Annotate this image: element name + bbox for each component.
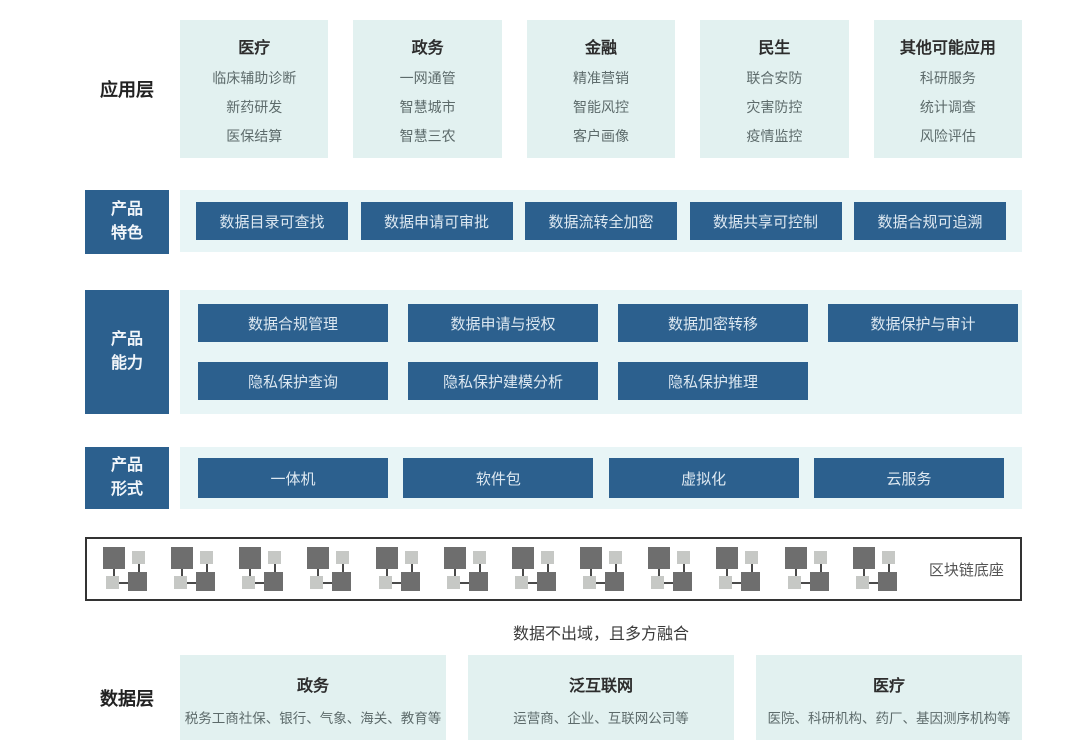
data-box-subtitle: 运营商、企业、互联网公司等 — [513, 711, 689, 726]
data-box-title: 政务 — [296, 678, 329, 695]
app-box-title: 民生 — [758, 40, 791, 57]
app-box-item: 智慧三农 — [399, 128, 456, 144]
features-strip: 数据目录可查找 数据申请可审批 数据流转全加密 数据共享可控制 数据合规可追溯 — [180, 190, 1022, 252]
feature-tag-catalog: 数据目录可查找 — [196, 202, 348, 240]
feature-tag-approval: 数据申请可审批 — [360, 202, 513, 240]
app-box-title: 金融 — [585, 40, 618, 57]
blockchain-node-icon — [307, 547, 352, 591]
app-box-item: 灾害防控 — [746, 99, 803, 115]
data-box-subtitle: 医院、科研机构、药厂、基因测序机构等 — [767, 711, 1011, 726]
features-layer-label-line: 特色 — [110, 225, 143, 242]
feature-tag-encrypt: 数据流转全加密 — [525, 202, 677, 240]
data-layer-label: 数据层 — [100, 688, 154, 709]
app-box-other: 其他可能应用 科研服务 统计调查 风险评估 — [873, 20, 1023, 158]
capabilities-row-2: 隐私保护查询 隐私保护建模分析 隐私保护推理 — [198, 362, 808, 400]
data-layer-row: 政务 税务工商社保、银行、气象、海关、教育等 泛互联网 运营商、企业、互联网公司… — [180, 655, 1022, 740]
capability-protection-audit: 数据保护与审计 — [828, 304, 1018, 342]
capabilities-row-1: 数据合规管理 数据申请与授权 数据加密转移 数据保护与审计 — [198, 304, 1018, 342]
forms-layer-label: 产品 形式 — [85, 447, 169, 509]
form-all-in-one: 一体机 — [198, 458, 388, 498]
data-box-internet: 泛互联网 运营商、企业、互联网公司等 — [468, 655, 734, 740]
app-box-title: 医疗 — [238, 40, 271, 57]
feature-tag-trace: 数据合规可追溯 — [854, 202, 1006, 240]
app-box-item: 精准营销 — [573, 70, 630, 86]
blockchain-base-box: 区块链底座 — [85, 537, 1022, 601]
blockchain-node-icon — [784, 547, 829, 591]
app-box-item: 风险评估 — [919, 128, 976, 144]
blockchain-node-icon — [648, 547, 693, 591]
app-box-item: 智慧城市 — [399, 99, 456, 115]
blockchain-node-icon — [103, 547, 147, 591]
app-layer-label: 应用层 — [100, 80, 154, 100]
capabilities-strip: 数据合规管理 数据申请与授权 数据加密转移 数据保护与审计 隐私保护查询 隐私保… — [180, 290, 1022, 414]
data-box-title: 泛互联网 — [568, 678, 633, 695]
data-box-government: 政务 税务工商社保、银行、气象、海关、教育等 — [180, 655, 446, 740]
app-box-medical: 医疗 临床辅助诊断 新药研发 医保结算 — [180, 20, 329, 158]
app-box-finance: 金融 精准营销 智能风控 客户画像 — [526, 20, 676, 158]
app-box-item: 智能风控 — [573, 99, 630, 115]
capability-private-inference: 隐私保护推理 — [618, 362, 808, 400]
forms-strip: 一体机 软件包 虚拟化 云服务 — [180, 447, 1022, 509]
app-box-item: 统计调查 — [919, 99, 976, 115]
form-cloud-service: 云服务 — [813, 458, 1004, 498]
app-box-item: 一网通管 — [399, 70, 456, 86]
blockchain-base-label: 区块链底座 — [928, 561, 1004, 579]
app-box-item: 医保结算 — [226, 128, 283, 144]
app-box-item: 联合安防 — [746, 70, 803, 86]
blockchain-node-icon — [171, 547, 216, 591]
blockchain-node-icon — [580, 547, 625, 591]
data-box-title: 医疗 — [872, 678, 905, 695]
capability-compliance-mgmt: 数据合规管理 — [198, 304, 388, 342]
features-layer-label: 产品 特色 — [85, 190, 169, 254]
app-box-title: 政务 — [411, 40, 444, 57]
app-box-item: 科研服务 — [919, 70, 976, 86]
app-box-item: 新药研发 — [226, 99, 283, 115]
form-virtualized: 虚拟化 — [608, 458, 799, 498]
caption-text: 数据不出域，且多方融合 — [512, 626, 689, 643]
capability-private-query: 隐私保护查询 — [198, 362, 388, 400]
form-software-pkg: 软件包 — [403, 458, 594, 498]
capabilities-layer-label: 产品 能力 — [85, 290, 169, 414]
blockchain-node-icon — [852, 547, 897, 591]
blockchain-node-icon — [443, 547, 488, 591]
data-box-medical: 医疗 医院、科研机构、药厂、基因测序机构等 — [756, 655, 1022, 740]
feature-tag-control: 数据共享可控制 — [689, 202, 842, 240]
features-layer-label-line: 产品 — [110, 201, 143, 218]
forms-layer-label-line: 形式 — [110, 481, 143, 498]
app-box-item: 疫情监控 — [746, 128, 803, 144]
capabilities-layer-label-line: 产品 — [110, 331, 143, 348]
blockchain-node-icon — [716, 547, 761, 591]
capabilities-layer-label-line: 能力 — [110, 355, 143, 372]
app-box-livelihood: 民生 联合安防 灾害防控 疫情监控 — [700, 20, 849, 158]
capability-request-auth: 数据申请与授权 — [408, 304, 598, 342]
blockchain-node-icon — [239, 547, 284, 591]
blockchain-node-icon — [511, 547, 556, 591]
app-box-item: 客户画像 — [573, 128, 630, 144]
forms-layer-label-line: 产品 — [110, 457, 143, 474]
app-box-item: 临床辅助诊断 — [212, 70, 297, 86]
app-layer-row: 医疗 临床辅助诊断 新药研发 医保结算 政务 一网通管 智慧城市 智慧三农 金融… — [180, 20, 1023, 158]
app-box-title: 其他可能应用 — [899, 40, 996, 57]
blockchain-node-icon — [375, 547, 420, 591]
capability-private-modeling: 隐私保护建模分析 — [408, 362, 598, 400]
capability-encrypted-transfer: 数据加密转移 — [618, 304, 808, 342]
data-box-subtitle: 税务工商社保、银行、气象、海关、教育等 — [184, 711, 442, 726]
app-box-government: 政务 一网通管 智慧城市 智慧三农 — [353, 20, 502, 158]
